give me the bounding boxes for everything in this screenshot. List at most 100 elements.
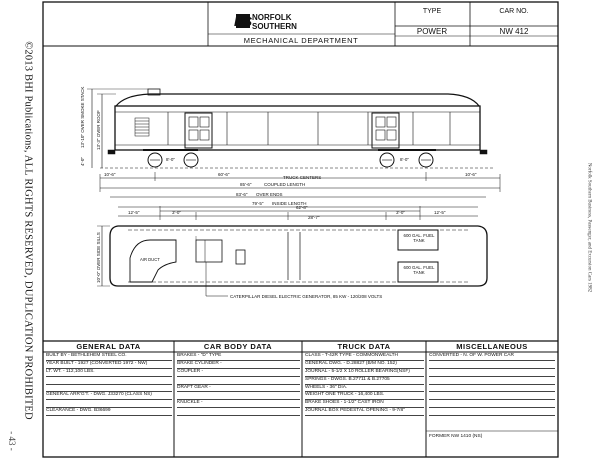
truck-left [143,149,199,168]
dim-segment-d: 3'-0" [396,210,405,215]
dim-segment-span: 62'-8" [296,205,308,210]
car-no-value: NW 412 [500,27,529,36]
company-line-2: SOUTHERN [252,22,297,31]
header-truck-data: TRUCK DATA [337,342,391,351]
side-elevation [87,88,495,169]
department-title: MECHANICAL DEPARTMENT [244,36,359,45]
table-cell [429,385,555,393]
dim-wheel-spacing-left: 8'-0" [166,157,175,162]
table-cell [46,377,172,385]
table-cell: DRAFT GEAR - [177,385,300,393]
data-table-grid [43,340,558,457]
car-body [114,105,481,151]
former-car-number: FORMER NW 1410 (NS) [429,434,483,439]
dim-over-roof: 13'-3" OVER ROOF [96,110,101,150]
dim-truck-centers: TRUCK CENTERS [283,175,321,180]
fuel-tank-upper-label-box: 600 GAL. FUEL TANK [403,233,435,244]
table-cell [46,400,172,409]
fuel-tank-lower-label: 600 GAL. FUEL TANK [403,265,435,276]
logo-mark: NS [234,14,252,29]
table-cell [177,392,300,401]
table-cell: YEAR BUILT - 1927 (CONVERTED 1972 - NW) [46,361,172,369]
car-roof [115,93,480,107]
table-cell [429,377,555,385]
table-cell: JOURNAL BOX PEDESTAL OPENING - 9-7/8" [305,408,424,417]
generator-note: CATERPILLAR DIESEL ELECTRIC GENERATOR, 8… [230,294,382,299]
norfolk-southern-logo: NS NORFOLK SOUTHERN [234,13,297,31]
sheet-border [42,1,559,458]
dim-segment-b: 3'-0" [172,210,181,215]
table-cell: CLEARANCE - DWG. B36699 [46,408,172,417]
car-outline [109,225,488,287]
dim-segment-c: 28'-7" [308,215,320,220]
table-cell [177,377,300,385]
dim-over-smoke-stack: 13'-10" OVER SMOKE STACK [80,87,85,148]
table-cell [429,361,555,369]
table-cell: BRAKE SHOES - 1-1/2" CAST IRON [305,400,424,409]
dim-right-end: 10'-6" [465,172,477,177]
table-cell [46,385,172,393]
table-cell [429,369,555,377]
floor-plan [97,225,488,297]
table-cell: CLASS - T-42R TYPE - COMMONWEALTH [305,353,424,361]
header-miscellaneous: MISCELLANEOUS [456,342,528,351]
header-general-data: GENERAL DATA [76,342,141,351]
table-cell: BRAKE CYLINDER - [177,361,300,369]
dim-height-small: 4'-0" [80,157,85,166]
table-cell [177,408,300,417]
type-value: POWER [417,27,447,36]
table-cell: GENERAL ARR'G'T. - DWG. J33270 (CLASS NS… [46,392,172,401]
air-duct-label: AIR DUCT [140,257,160,262]
dim-inside-length: INSIDE LENGTH [272,201,307,206]
truck-right [378,149,436,168]
table-cell: BRAKES - "D" TYPE [177,353,300,361]
generator-left [195,239,223,263]
vent-grille [134,117,150,137]
table-cell [429,392,555,401]
company-line-1: NORFOLK [252,13,292,22]
table-cell: CONVERTED - N. OF W. POWER CAR [429,353,555,361]
title-block: TYPE CAR NO. POWER NW 412 NS NORFOLK SOU… [43,2,558,47]
fuel-tank-lower-label-box: 600 GAL. FUEL TANK [403,265,435,276]
dim-truck-centers-value: 60'-6" [218,172,230,177]
fuel-tank-lower [397,261,439,283]
length-dimension-lines [99,172,501,208]
table-cell: BUILT BY - BETHLEHEM STEEL CO. [46,353,172,361]
dim-segment-e: 12'-5" [434,210,446,215]
table-cell: SPRINGS - DWGS. B.27711 & B.27705 [305,377,424,385]
dim-over-ends-value: 83'-6" [236,192,248,197]
generator-leader [205,262,228,297]
dim-over-ends: OVER ENDS [256,192,283,197]
dim-left-end: 10'-6" [104,172,116,177]
table-cell [429,408,555,417]
table-cell: JOURNAL - 5-1/2 X 10 ROLLER BEARING(NSF) [305,369,424,377]
table-cell: WEIGHT ONE TRUCK - 16,400 LBS. [305,392,424,401]
dim-coupled-length: COUPLED LENGTH [264,182,305,187]
table-cell: WHEELS - 36" DIA. [305,385,424,393]
dim-wheel-spacing-right: 8'-0" [400,157,409,162]
table-cell: LT. WT. - 112,100 LBS. [46,369,172,377]
side-door-right [371,112,400,149]
side-door-left [184,112,213,149]
dim-segment-a: 12'-5" [128,210,140,215]
table-cell [429,400,555,409]
floor-segment-dimensions [118,206,478,220]
dim-coupled-length-value: 85'-6" [240,182,252,187]
fuel-tank-upper-label: 600 GAL. FUEL TANK [403,233,435,244]
dim-inside-length-value: 79'-5" [252,201,264,206]
fuel-tank-upper [397,229,439,251]
table-cell: GENERAL DWG. - D.28827 (B/M NO. 152) [305,361,424,369]
type-label: TYPE [423,8,442,15]
air-duct [129,239,177,283]
miscellaneous-column: CONVERTED - N. OF W. POWER CAR [429,353,555,417]
car-no-label: CAR NO. [499,8,528,15]
general-data-column: BUILT BY - BETHLEHEM STEEL CO.YEAR BUILT… [46,353,172,417]
header-car-body-data: CAR BODY DATA [203,342,273,351]
dim-over-side-sills: 10'-0" OVER SIDE SILLS [96,232,101,283]
table-cell: KNUCKLE - [177,400,300,409]
data-table-header-row: GENERAL DATA CAR BODY DATA TRUCK DATA MI… [43,341,558,352]
table-cell: COUPLER - [177,369,300,377]
